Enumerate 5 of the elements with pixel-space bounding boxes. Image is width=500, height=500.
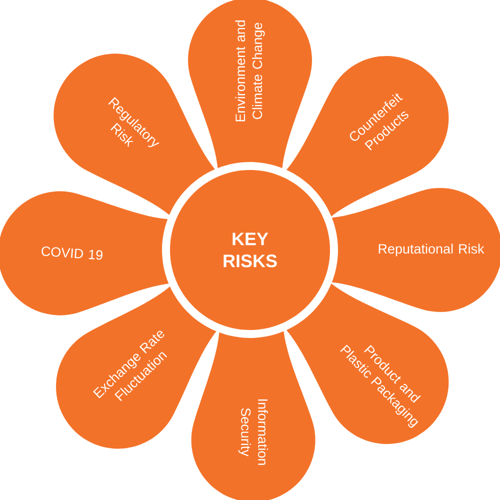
petal: Reputational Risk: [332, 188, 500, 312]
petal: COVID 19: [0, 191, 169, 316]
petal: Environment and Climate Change: [188, 0, 312, 168]
node-label: KEY RISKS: [224, 232, 277, 268]
petal: Information Security: [191, 331, 316, 500]
